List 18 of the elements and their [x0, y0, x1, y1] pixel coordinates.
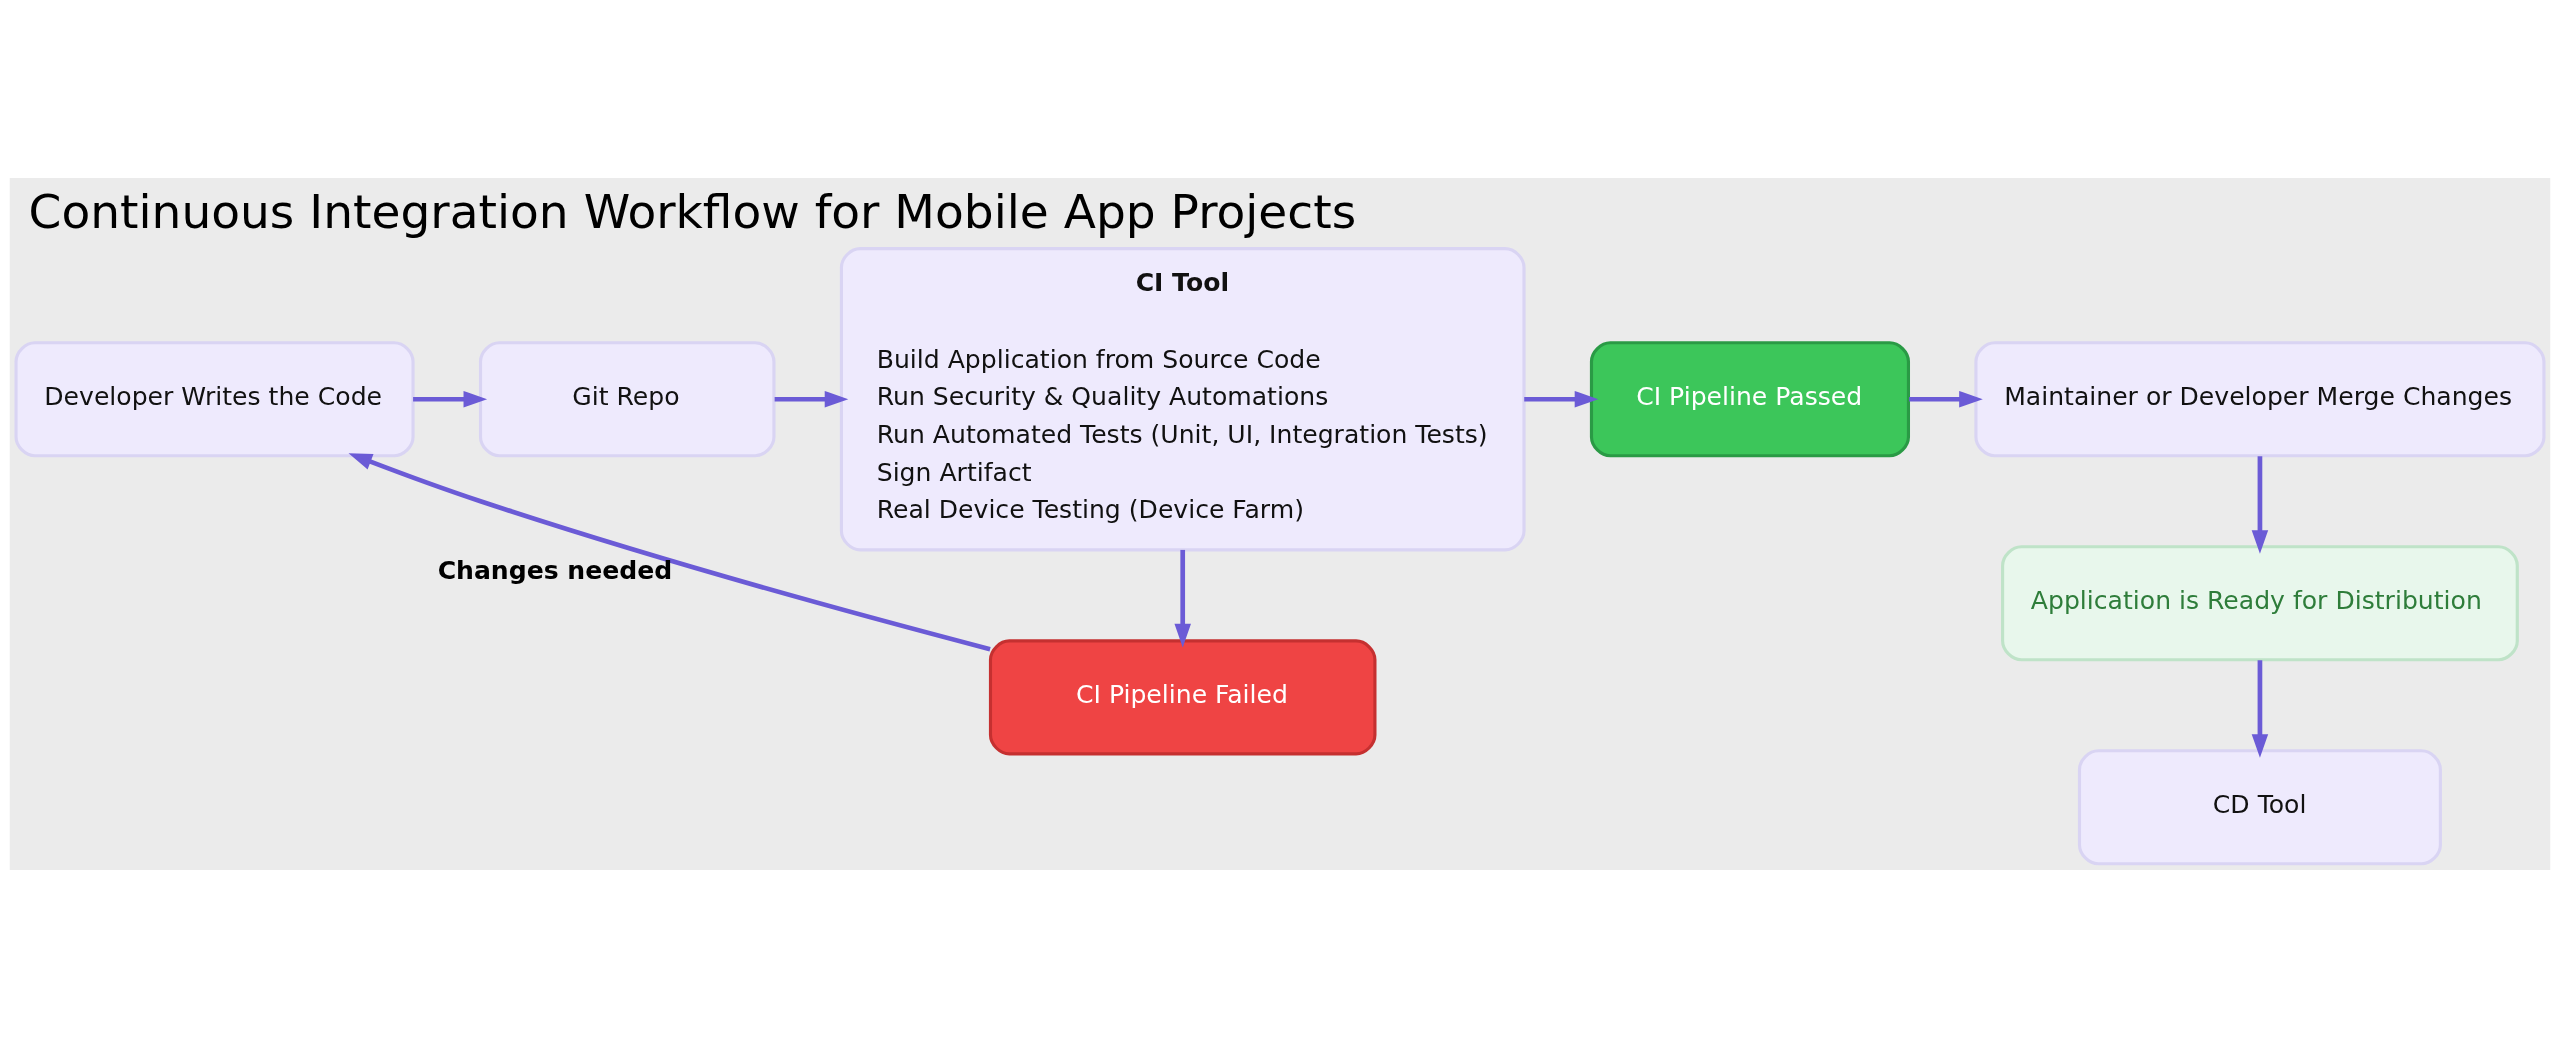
node-box: Git Repo — [478, 341, 776, 458]
arrow — [1909, 391, 1983, 408]
arrow — [2251, 456, 2269, 554]
diagram-title: Continuous Integration Workflow for Mobile App Projects — [28, 184, 1357, 240]
arrow — [1174, 549, 1191, 648]
arrow — [413, 391, 488, 408]
node-box: CD Tool — [2077, 749, 2442, 866]
node-box: CI Pipeline Failed — [988, 639, 1377, 756]
node-box: Developer Writes the Code — [14, 341, 415, 458]
edge-label: Changes needed — [437, 555, 673, 585]
node-box: CI Tool Build Application from Source Code Run Security & Quality Automations Run Automated Tests (Unit, UI, Integration Tests) Sign Artifact Real Device Testing (Device Farm) — [839, 247, 1526, 552]
arrow — [2251, 660, 2269, 758]
node-box: CI Pipeline Passed — [1589, 341, 1910, 458]
node-box: Application is Ready for Distribution — [2001, 545, 2519, 662]
arrow — [348, 453, 991, 652]
arrow — [774, 391, 849, 408]
node-box: Maintainer or Developer Merge Changes — [1974, 341, 2546, 458]
arrow — [1524, 391, 1599, 408]
